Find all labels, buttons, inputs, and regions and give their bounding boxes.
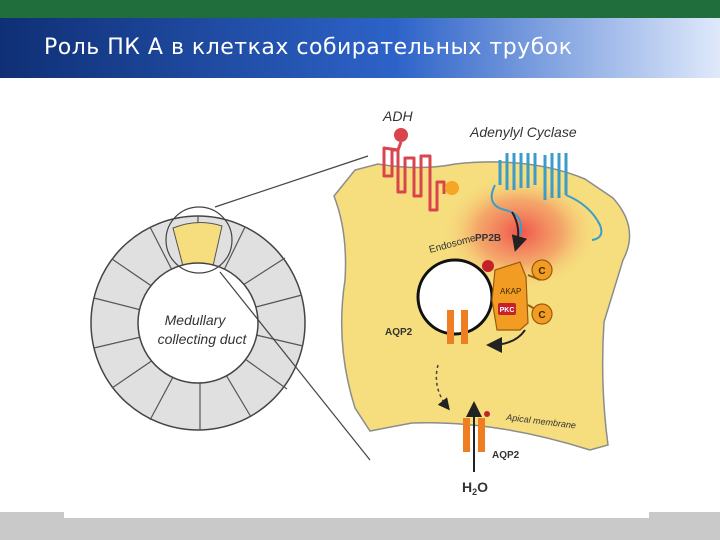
- pp2b-icon: [482, 260, 494, 272]
- catalytic-subunit-bottom: [531, 303, 553, 325]
- water-label: H2O: [462, 479, 488, 497]
- adh-receptor: ADH: [382, 108, 459, 212]
- aqp2-membrane-right: [478, 418, 485, 452]
- akap-scaffold: [491, 261, 529, 331]
- zoom-circle: [165, 206, 233, 274]
- aqp2-vesicle-label: AQP2: [385, 327, 413, 338]
- aqp2-membrane-label: AQP2: [492, 450, 520, 461]
- aqp2-vesicle: AQP2: [385, 310, 468, 344]
- adh-label: ADH: [382, 108, 413, 124]
- bottom-band: [0, 512, 720, 540]
- pp2b-label: PP2B: [475, 233, 501, 244]
- top-accent-bar: [0, 0, 720, 18]
- g-protein-icon: [445, 181, 459, 195]
- aqp2-channel-right: [461, 310, 468, 344]
- title-bar: Роль ПК А в клетках собирательных трубок: [0, 18, 720, 78]
- aqp2-membrane-left: [463, 418, 470, 452]
- water-flux: H2O: [462, 401, 488, 497]
- catalytic-label-bottom: C: [538, 310, 545, 321]
- pkc-box: [498, 303, 516, 315]
- ac-helices-left: [498, 153, 537, 190]
- adh-molecule: [394, 128, 408, 142]
- collecting-duct: Medullary collecting duct: [90, 206, 306, 431]
- duct-label-line1: Medullary: [165, 312, 227, 328]
- duct-lumen: [137, 262, 259, 384]
- bottom-band-gap: [64, 512, 649, 518]
- pkc-label: PKC: [500, 307, 515, 314]
- zoom-line-bottom: [219, 271, 371, 461]
- adenylyl-cyclase: Adenylyl Cyclase: [469, 124, 603, 252]
- ac-helices-right: [543, 153, 568, 200]
- v2-receptor: [382, 141, 446, 212]
- adenylyl-cyclase-label: Adenylyl Cyclase: [469, 124, 577, 140]
- aqp2-channel-left: [447, 310, 454, 344]
- duct-label-line2: collecting duct: [158, 331, 248, 347]
- phosphate-icon: [484, 411, 490, 417]
- ac-tail-right: [565, 194, 603, 241]
- slide-title: Роль ПК А в клетках собирательных трубок: [44, 35, 573, 60]
- ac-tail-left: [490, 184, 522, 236]
- zoom-line-top: [214, 155, 369, 208]
- phosphorylation-arrow: [486, 329, 526, 353]
- catalytic-label-top: C: [538, 266, 545, 277]
- catalytic-subunit-top: [531, 259, 553, 281]
- pka-complex: PP2B AKAP PKC C C: [475, 233, 553, 353]
- camp-arrow: [511, 211, 528, 252]
- akap-label: AKAP: [500, 287, 521, 296]
